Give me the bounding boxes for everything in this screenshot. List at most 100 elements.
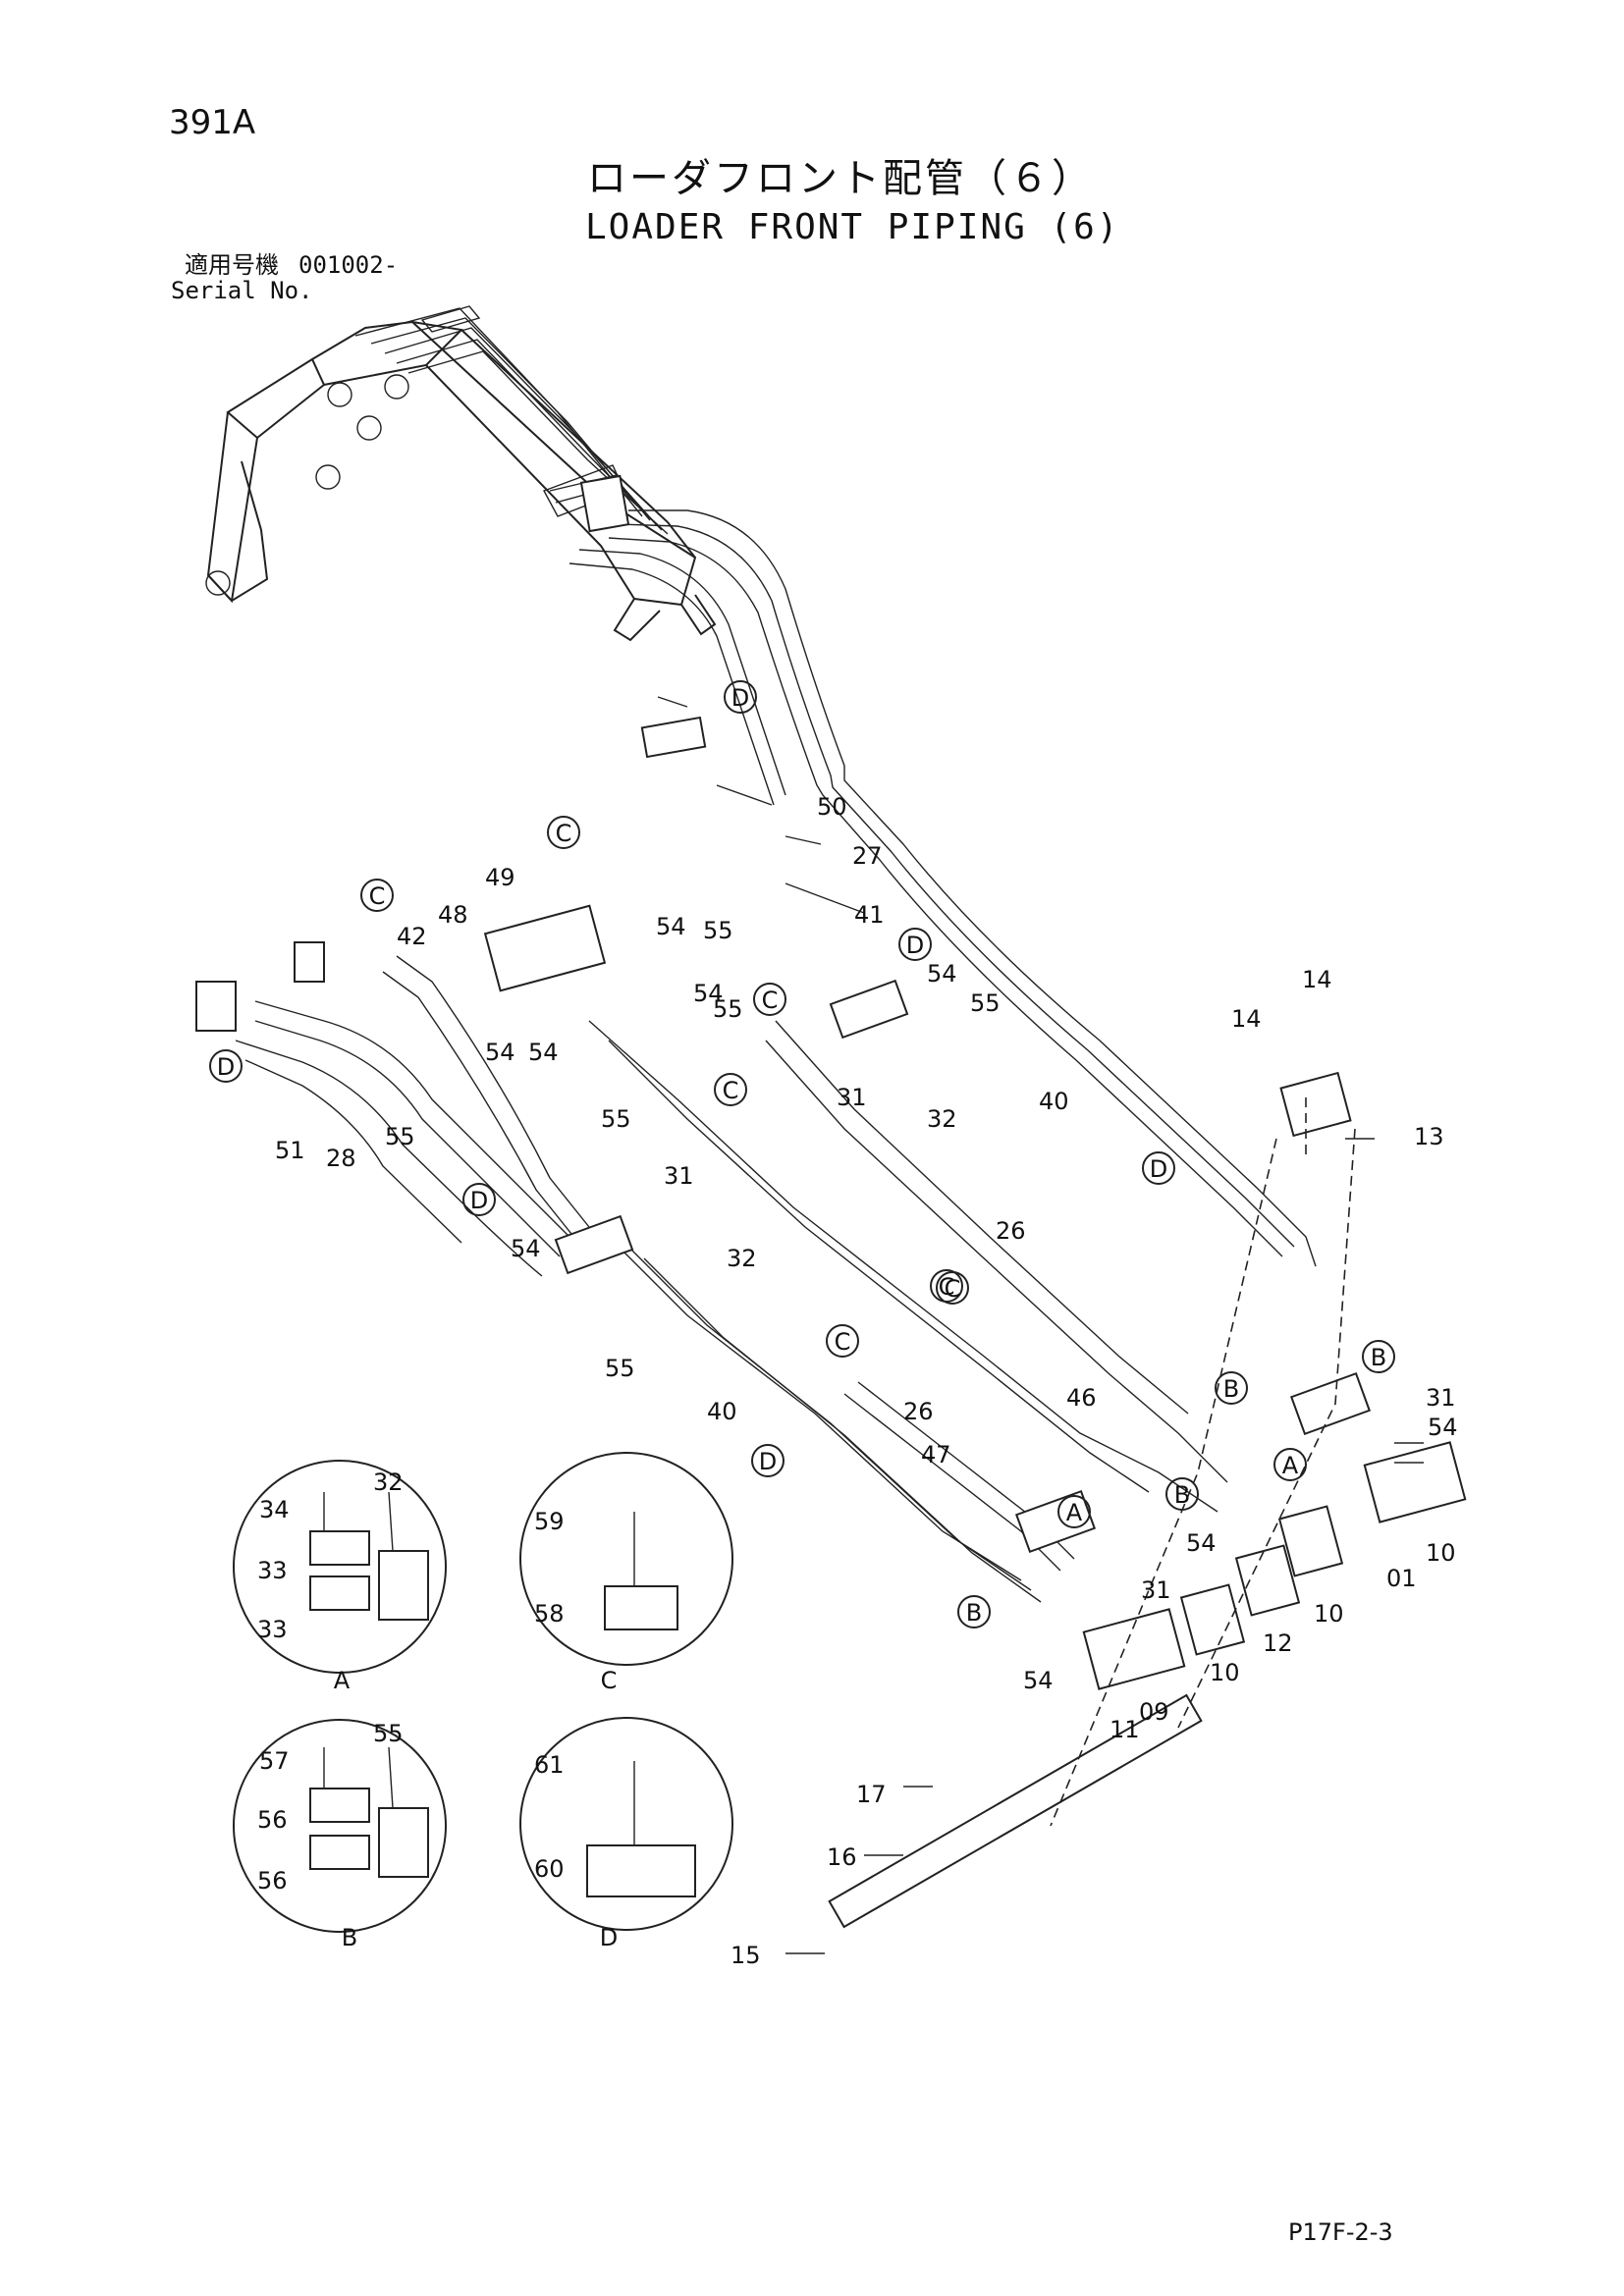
svg-text:C: C [835, 1328, 851, 1356]
detail-b-part: 55 [373, 1720, 404, 1747]
part-label: 54 [1428, 1414, 1458, 1441]
part-label: 09 [1139, 1698, 1169, 1726]
pipe-bundle-lower [608, 1236, 1075, 1603]
part-label: 31 [664, 1162, 694, 1190]
assembly-lines [1050, 1097, 1356, 1827]
part-label: 10 [1314, 1600, 1344, 1628]
detail-view-a [233, 1460, 447, 1674]
part-label: 49 [485, 864, 515, 891]
callouts: D C C D C D C D C C D C D B B A B A B [209, 680, 1395, 1629]
part-label: 54 [528, 1039, 559, 1066]
svg-text:D: D [731, 684, 749, 712]
part-label: 26 [903, 1398, 934, 1425]
detail-view-b [233, 1719, 447, 1933]
part-label: 12 [1263, 1629, 1293, 1657]
svg-text:D: D [217, 1053, 235, 1081]
part-label: 31 [1426, 1384, 1456, 1412]
title-english: LOADER FRONT PIPING (6) [585, 207, 1120, 247]
part-label: 41 [854, 901, 885, 929]
svg-text:C: C [762, 987, 779, 1014]
part-label: 55 [385, 1123, 415, 1150]
part-label: 26 [996, 1217, 1026, 1245]
callout-b: B [957, 1595, 991, 1629]
svg-text:B: B [966, 1599, 982, 1627]
callout-d: D [898, 928, 932, 961]
callout-d: D [209, 1049, 243, 1083]
callout-c: C [714, 1073, 747, 1106]
detail-view-labels: 34 32 33 33 A 59 58 C 57 55 56 56 B 61 6… [257, 1468, 618, 1951]
part-label: 32 [727, 1245, 757, 1272]
part-label: 54 [1023, 1667, 1054, 1694]
part-label: 14 [1302, 966, 1332, 993]
part-label: 14 [1231, 1005, 1262, 1033]
pipe-bundle-upper [568, 509, 1317, 1267]
part-label: 10 [1210, 1659, 1240, 1686]
part-label: 42 [397, 923, 427, 950]
detail-d-part: 61 [534, 1751, 565, 1779]
detail-a-part: 33 [257, 1616, 288, 1643]
callout-b: B [1215, 1371, 1248, 1405]
detail-a-part: 34 [259, 1496, 290, 1523]
part-label: 54 [927, 960, 957, 988]
detail-d-part: 60 [534, 1855, 565, 1883]
part-label: 47 [921, 1441, 951, 1468]
part-label: 50 [817, 793, 847, 821]
callout-c: C [360, 879, 394, 912]
part-label: 16 [827, 1843, 857, 1871]
detail-b-label: B [342, 1924, 357, 1951]
detail-a-label: A [334, 1667, 351, 1694]
detail-d-label: D [600, 1924, 618, 1951]
callout-c: C [826, 1324, 859, 1358]
svg-text:D: D [906, 932, 924, 959]
part-label: 27 [852, 842, 883, 870]
detail-b-part: 56 [257, 1806, 288, 1834]
part-label: 55 [970, 989, 1001, 1017]
part-label: 51 [275, 1137, 305, 1164]
part-number-labels: 50 27 41 49 48 54 55 42 54 55 54 54 51 2… [275, 793, 1458, 1969]
svg-text:B: B [1371, 1344, 1386, 1371]
svg-text:C: C [369, 882, 386, 910]
callout-c: C [753, 983, 786, 1016]
part-label: 54 [485, 1039, 515, 1066]
svg-text:C: C [939, 1273, 955, 1301]
title-japanese: ローダフロント配管（６） [587, 156, 1094, 201]
part-label: 55 [601, 1105, 631, 1133]
svg-text:D: D [759, 1448, 777, 1475]
detail-b-part: 56 [257, 1867, 288, 1895]
part-label: 31 [1141, 1576, 1171, 1604]
callout-a: A [1273, 1448, 1307, 1481]
part-label: 46 [1066, 1384, 1097, 1412]
part-label: 54 [1186, 1529, 1217, 1557]
loader-front-thumbnail [205, 305, 717, 642]
detail-c-label: C [601, 1667, 618, 1694]
detail-c-part: 58 [534, 1600, 565, 1628]
part-label: 54 [511, 1235, 541, 1262]
callout-d: D [1142, 1151, 1175, 1185]
svg-text:B: B [1174, 1481, 1190, 1509]
detail-view-c [519, 1452, 733, 1666]
part-label: 01 [1386, 1565, 1417, 1592]
callout-d: D [751, 1444, 785, 1477]
part-label: 15 [731, 1942, 761, 1969]
part-label: 48 [438, 901, 468, 929]
serial-number: 001002- [298, 251, 399, 279]
callout-c: C [936, 1271, 969, 1305]
callout-c: C [547, 816, 580, 849]
leader-lines [657, 696, 1424, 1954]
callout-b: B [1362, 1340, 1395, 1373]
detail-view-d [519, 1717, 733, 1931]
part-label: 17 [856, 1781, 887, 1808]
callout-a: A [1057, 1495, 1091, 1528]
svg-text:D: D [1150, 1155, 1167, 1183]
drawing-code: P17F-2-3 [1288, 2218, 1393, 2246]
part-label: 11 [1110, 1716, 1140, 1743]
part-label: 54 [656, 913, 686, 940]
part-label: 55 [713, 995, 743, 1023]
detail-c-part: 59 [534, 1508, 565, 1535]
flange-blocks [195, 474, 1467, 1929]
svg-text:D: D [470, 1187, 488, 1214]
svg-text:B: B [1223, 1375, 1239, 1403]
part-label: 13 [1414, 1123, 1444, 1150]
